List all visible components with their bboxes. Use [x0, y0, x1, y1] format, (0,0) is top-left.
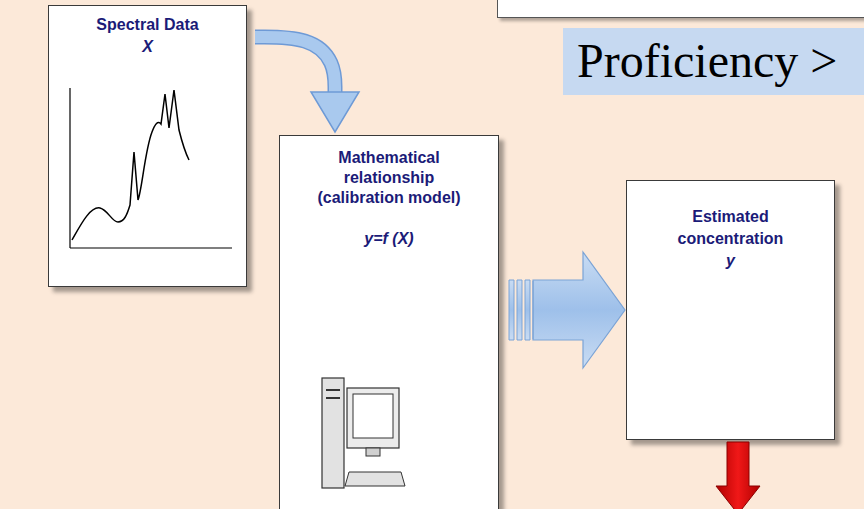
input-box: Spectral DataX: [48, 5, 247, 287]
top-panel: [497, 0, 864, 18]
nav-label: Proficiency >: [577, 34, 837, 88]
curved-arrow: [255, 37, 359, 132]
formula-label: y=f (X): [364, 229, 413, 249]
arrow-stripe: [509, 280, 514, 340]
arrow-shaft: [255, 37, 335, 92]
arrow-stripe: [525, 280, 530, 340]
output-box: Estimated concentrationy: [626, 180, 835, 440]
nav-box: Proficiency >: [563, 28, 864, 95]
box-heading: Estimated concentration: [656, 206, 806, 250]
arrow-head: [311, 92, 359, 132]
arrow-tail-edge: [533, 281, 534, 339]
arrow-body: [533, 252, 625, 368]
variable-label: X: [142, 37, 153, 57]
down-arrow: [716, 442, 760, 509]
arrow-stripe: [517, 280, 522, 340]
arrow-shaft-outline: [255, 37, 335, 92]
variable-label: y: [726, 250, 735, 272]
process-box: Mathematical relationship (calibration m…: [279, 135, 499, 509]
box-heading: Spectral Data: [96, 15, 198, 35]
block-arrow: [509, 252, 625, 368]
box-heading: Mathematical relationship (calibration m…: [314, 148, 464, 208]
